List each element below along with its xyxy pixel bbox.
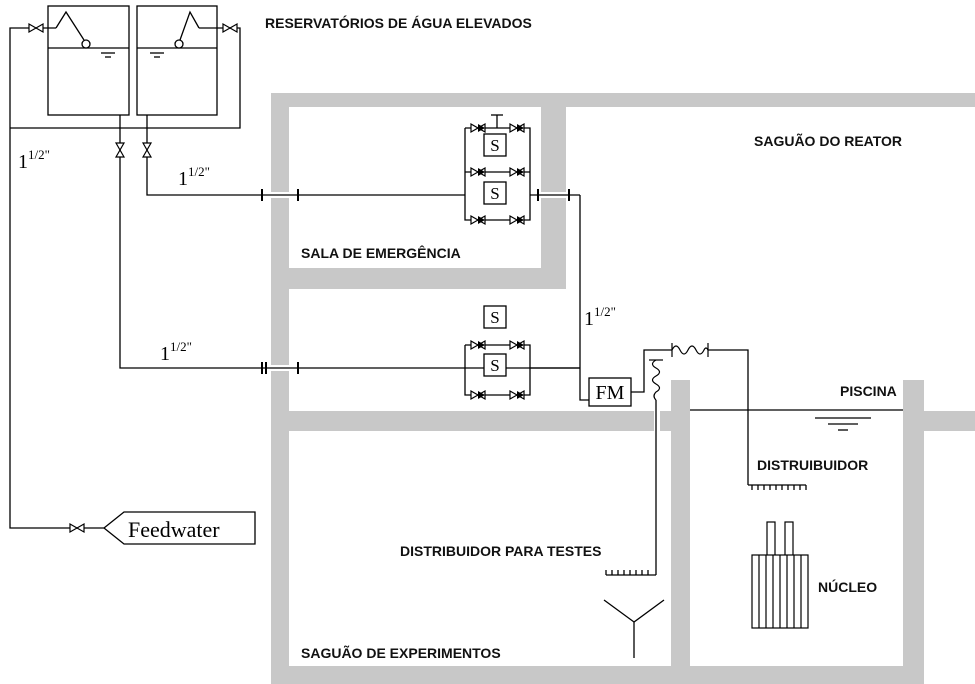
svg-text:S: S xyxy=(490,184,499,203)
pipe-size-label: 11/2" xyxy=(18,147,50,173)
pool-wall-right xyxy=(903,380,924,684)
reactor-hall-label: SAGUÃO DO REATOR xyxy=(754,132,902,149)
solenoid-upper-2: S xyxy=(483,181,507,205)
outer-wall-bottom xyxy=(271,666,924,684)
check-valve-icon xyxy=(470,340,486,350)
check-valve-icon xyxy=(509,340,525,350)
check-valve-icon xyxy=(509,167,525,177)
pipe-size-label: 11/2" xyxy=(160,339,192,365)
check-valve-icon xyxy=(470,215,486,225)
elevated-reservoirs xyxy=(47,5,218,116)
bowtie-valve-icon xyxy=(115,142,125,158)
check-valve-icon xyxy=(470,123,486,133)
solenoid-upper-1: S xyxy=(483,114,507,157)
experiments-hall-label: SAGUÃO DE EXPERIMENTOS xyxy=(301,644,501,661)
svg-text:Feedwater: Feedwater xyxy=(128,517,220,542)
check-valve-icon xyxy=(509,123,525,133)
test-distributor-label: DISTRIBUIDOR PARA TESTES xyxy=(400,543,601,559)
bowtie-valve-icon xyxy=(142,142,152,158)
pool-wall-left xyxy=(671,380,690,684)
reactor-hall-wall-right xyxy=(903,411,975,431)
reactor-core xyxy=(751,521,809,629)
distributor-label: DISTRUIBUIDOR xyxy=(757,457,868,473)
pipe-size-label: 11/2" xyxy=(178,164,210,190)
float-valve-icon xyxy=(179,10,200,41)
pool-distributor xyxy=(748,484,807,490)
svg-text:S: S xyxy=(490,136,499,155)
check-valve-icon xyxy=(470,167,486,177)
reservoir-tank-right xyxy=(136,5,218,116)
flexible-hose-icon xyxy=(649,343,709,401)
pipe-size-label: 11/2" xyxy=(584,304,616,330)
outer-wall-top xyxy=(271,93,975,107)
solenoid-lower-2: S xyxy=(483,353,507,377)
flowmeter: FM xyxy=(588,377,632,407)
reservoirs-label: RESERVATÓRIOS DE ÁGUA ELEVADOS xyxy=(265,14,532,31)
outer-wall-left xyxy=(271,93,289,684)
svg-text:FM: FM xyxy=(596,382,625,404)
bowtie-valve-icon xyxy=(69,523,85,533)
emergency-room-label: SALA DE EMERGÊNCIA xyxy=(301,244,461,261)
bowtie-valve-icon xyxy=(222,23,238,33)
svg-text:S: S xyxy=(490,356,499,375)
floor-slab xyxy=(271,411,671,431)
check-valve-icon xyxy=(509,215,525,225)
building-walls xyxy=(271,93,975,684)
test-distributor xyxy=(603,570,665,658)
svg-text:S: S xyxy=(490,308,499,327)
reservoir-tank-left xyxy=(47,5,130,116)
emergency-room-wall-bottom xyxy=(271,268,566,289)
bowtie-valve-icon xyxy=(28,23,44,33)
emergency-room-wall-right xyxy=(541,93,566,289)
piping xyxy=(9,27,903,576)
pool-water-level xyxy=(815,417,871,431)
core-label: NÚCLEO xyxy=(818,578,877,595)
feedwater-inlet: Feedwater xyxy=(102,511,256,545)
check-valve-icon xyxy=(470,390,486,400)
check-valve-icon xyxy=(509,390,525,400)
float-valve-icon xyxy=(55,10,85,41)
pipe-flanges xyxy=(261,189,570,374)
pool-label: PISCINA xyxy=(840,383,897,399)
solenoid-lower-1: S xyxy=(483,305,507,329)
